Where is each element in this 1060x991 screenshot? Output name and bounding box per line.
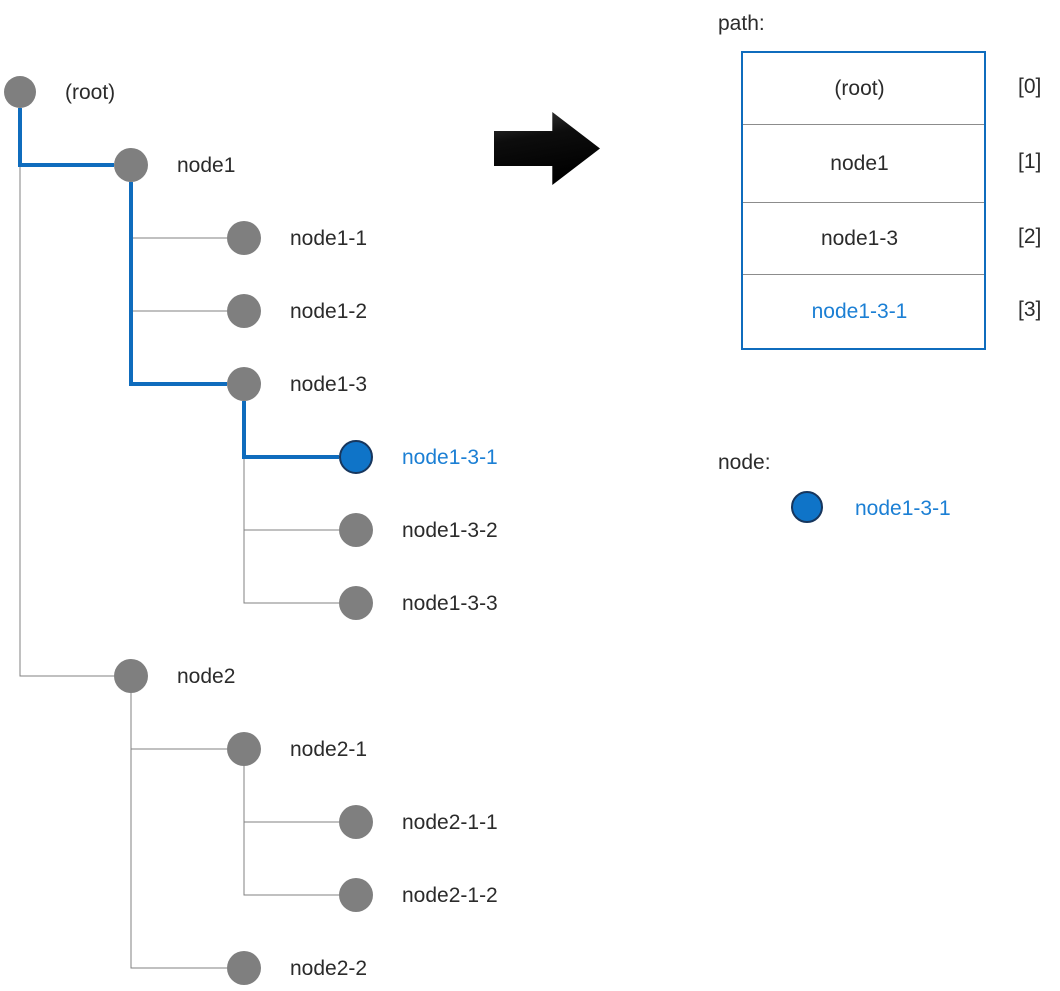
path-row-index: [0] xyxy=(1018,75,1042,98)
node-panel-caption: node: xyxy=(718,451,771,474)
path-row-label: node1 xyxy=(830,152,889,175)
tree-node-label-node2-1: node2-1 xyxy=(290,738,368,761)
path-row-label: node1-3-1 xyxy=(811,300,908,323)
tree-node-label-node2-1-2: node2-1-2 xyxy=(402,884,498,907)
tree-node-label-node1-3-1: node1-3-1 xyxy=(402,446,498,469)
tree-node-label-root: (root) xyxy=(65,81,116,104)
tree-node-label-node1-2: node1-2 xyxy=(290,300,368,323)
path-row[interactable]: node1 xyxy=(743,125,984,203)
tree-edge xyxy=(130,693,227,750)
selected-node-circle-icon xyxy=(791,491,823,523)
tree-node-node2[interactable] xyxy=(114,659,148,693)
path-table: (root) node1 node1-3 node1-3-1 xyxy=(741,51,986,350)
path-row[interactable]: node1-3-1 xyxy=(743,275,984,348)
tree-node-node1-3[interactable] xyxy=(227,367,261,401)
tree-node-node1-3-1[interactable] xyxy=(339,440,373,474)
tree-node-label-node2-2: node2-2 xyxy=(290,957,368,980)
tree-node-node1-1[interactable] xyxy=(227,221,261,255)
tree-edge xyxy=(129,182,227,386)
tree-node-label-node1-3-2: node1-3-2 xyxy=(402,519,498,542)
tree-node-node1[interactable] xyxy=(114,148,148,182)
tree-node-layer xyxy=(4,76,373,985)
tree-node-node1-3-3[interactable] xyxy=(339,586,373,620)
tree-node-label-node1-3-3: node1-3-3 xyxy=(402,592,498,615)
tree-node-label-node1: node1 xyxy=(177,154,236,177)
tree-node-node2-1-1[interactable] xyxy=(339,805,373,839)
tree-node-root[interactable] xyxy=(4,76,36,108)
path-row-label: (root) xyxy=(834,77,885,100)
tree-node-label-node2-1-1: node2-1-1 xyxy=(402,811,498,834)
path-row-index: [3] xyxy=(1018,297,1042,321)
path-row-index: [1] xyxy=(1018,150,1042,173)
tree-edge-layer xyxy=(18,108,339,969)
tree-edge xyxy=(243,401,339,604)
tree-node-node1-3-2[interactable] xyxy=(339,513,373,547)
right-arrow-icon xyxy=(494,112,600,185)
tree-node-label-node1-1: node1-1 xyxy=(290,227,368,250)
tree-edge xyxy=(19,108,114,677)
tree-node-node2-2[interactable] xyxy=(227,951,261,985)
tree-edge xyxy=(243,401,339,531)
tree-node-node2-1[interactable] xyxy=(227,732,261,766)
tree-node-label-node1-3: node1-3 xyxy=(290,373,368,396)
tree-edge xyxy=(130,693,227,969)
tree-edge xyxy=(18,108,114,167)
tree-edge xyxy=(243,766,339,823)
tree-edge xyxy=(243,766,339,896)
tree-node-label-node2: node2 xyxy=(177,665,236,688)
path-row[interactable]: (root) xyxy=(743,53,984,125)
path-row[interactable]: node1-3 xyxy=(743,203,984,275)
path-panel-caption: path: xyxy=(718,12,765,35)
tree-edge xyxy=(242,401,339,459)
right-arrow-shape xyxy=(494,112,600,185)
path-row-index: [2] xyxy=(1018,225,1042,248)
tree-edge xyxy=(130,182,227,312)
tree-node-node2-1-2[interactable] xyxy=(339,878,373,912)
tree-node-node1-2[interactable] xyxy=(227,294,261,328)
tree-edge xyxy=(130,182,227,239)
selected-node-label: node1-3-1 xyxy=(855,497,951,520)
path-row-label: node1-3 xyxy=(820,227,899,250)
